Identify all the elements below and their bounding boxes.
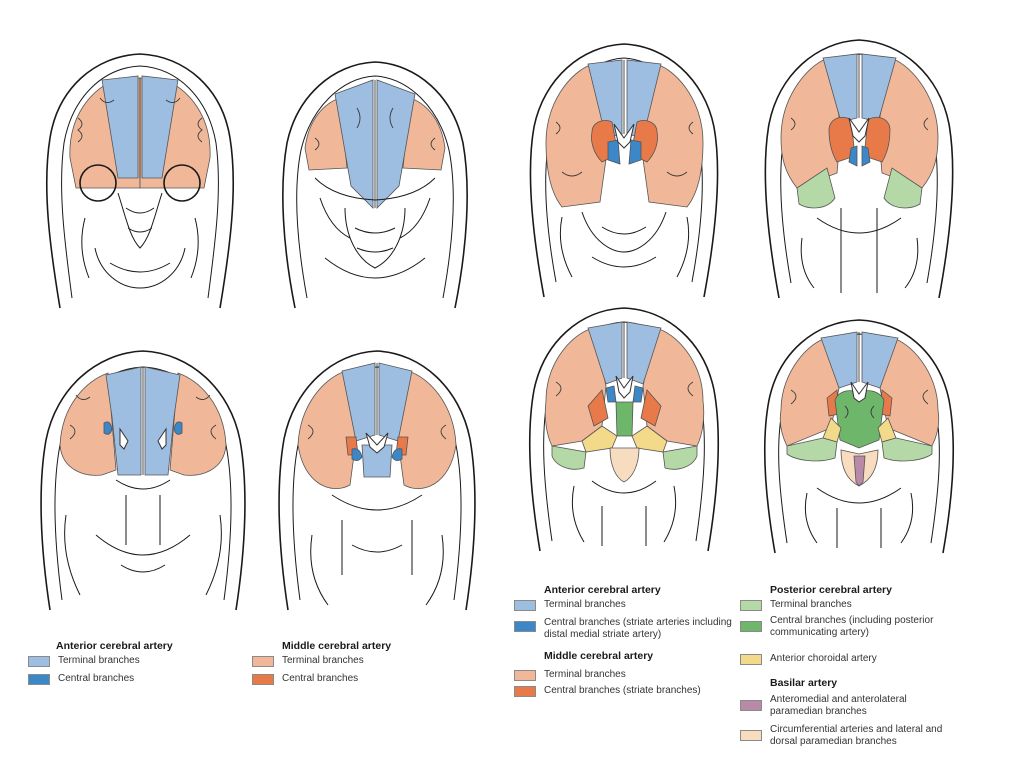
coronal-section-7 [528, 307, 720, 552]
legend-right-anterior-choroidal: Anterior choroidal artery [770, 653, 877, 664]
swatch-right-mca-central [514, 686, 536, 697]
swatch-mca-terminal [252, 656, 274, 667]
legend-right-pca-central: Central branches (including posterior co… [770, 615, 934, 638]
legend-right-aca-title: Anterior cerebral artery [544, 584, 661, 596]
section-panel-8 [757, 318, 962, 558]
coronal-section-3 [529, 43, 719, 298]
swatch-right-aca-terminal [514, 600, 536, 611]
coronal-section-8 [763, 319, 955, 554]
swatch-right-mca-terminal [514, 670, 536, 681]
legend-right-aca-central: Central branches (striate arteries inclu… [544, 617, 732, 640]
legend-right-mca-title: Middle cerebral artery [544, 650, 654, 662]
swatch-aca-central [28, 674, 50, 685]
legend-left-mca-terminal: Terminal branches [282, 655, 364, 666]
coronal-section-4 [764, 39, 954, 299]
coronal-section-2 [282, 61, 468, 309]
legend-right-pca-terminal: Terminal branches [770, 599, 852, 610]
legend-left-mca-title: Middle cerebral artery [282, 640, 392, 652]
coronal-section-6 [278, 350, 476, 611]
legend-left-aca-terminal: Terminal branches [58, 655, 140, 666]
section-panel-2 [275, 58, 475, 318]
swatch-right-pca-central [740, 621, 762, 632]
swatch-aca-terminal [28, 656, 50, 667]
swatch-right-anterior-choroidal [740, 654, 762, 665]
legend-right-mca-central: Central branches (striate branches) [544, 685, 701, 696]
legend-left: Anterior cerebral artery Terminal branch… [28, 640, 498, 700]
legend-right-pca-title: Posterior cerebral artery [770, 584, 892, 596]
section-panel-5 [36, 345, 251, 615]
swatch-right-basilar-circumferential [740, 730, 762, 741]
section-panel-4 [757, 38, 962, 303]
swatch-right-aca-central [514, 621, 536, 632]
legend-right-basilar-anteromedial: Anteromedial and anterolateral paramedia… [770, 694, 907, 717]
legend-right-col2: Posterior cerebral artery Terminal branc… [740, 584, 970, 754]
swatch-mca-central [252, 674, 274, 685]
legend-right-aca-terminal: Terminal branches [544, 599, 626, 610]
legend-left-aca-title: Anterior cerebral artery [56, 640, 173, 652]
coronal-section-1 [45, 53, 235, 309]
legend-left-mca-central: Central branches [282, 673, 359, 684]
legend-right-basilar-circumferential: Circumferential arteries and lateral and… [770, 724, 943, 747]
legend-right-col1: Anterior cerebral artery Terminal branch… [514, 584, 739, 704]
section-panel-6 [272, 345, 482, 615]
legend-left-aca-central: Central branches [58, 673, 135, 684]
section-panel-7 [522, 306, 727, 556]
section-panel-3 [522, 42, 727, 302]
section-panel-1 [40, 48, 240, 318]
legend-right-mca-terminal: Terminal branches [544, 669, 626, 680]
swatch-right-basilar-anteromedial [740, 700, 762, 711]
legend-right-basilar-title: Basilar artery [770, 677, 838, 689]
swatch-right-pca-terminal [740, 600, 762, 611]
coronal-section-5 [40, 350, 246, 611]
